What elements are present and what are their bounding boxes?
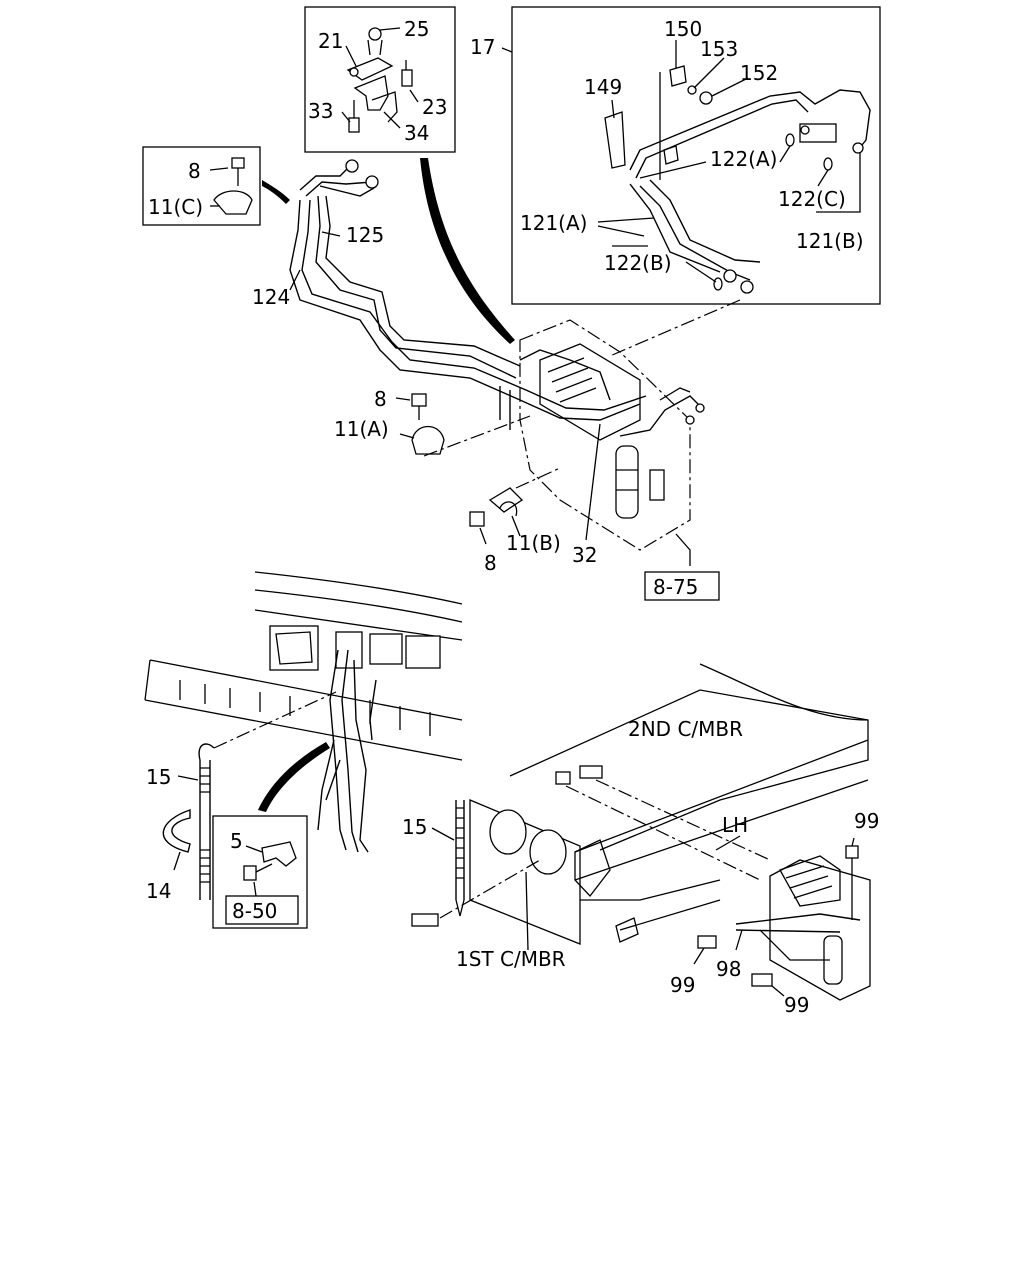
callout-122b: 122(B) — [604, 251, 672, 275]
callout-150: 150 — [664, 17, 702, 41]
pointer-wedge-bracket — [420, 158, 515, 344]
detail-box-clamp: 8 11(C) — [142, 146, 261, 226]
callout-11c: 11(C) — [148, 195, 203, 219]
callout-125: 125 — [346, 223, 384, 247]
callout-15-right: 15 — [402, 815, 427, 839]
callout-11b: 11(B) — [506, 531, 561, 555]
crossmember-assembly: 15 2ND C/MBR 99 LH 1ST C/MBR 99 98 99 — [402, 663, 879, 1017]
callout-33: 33 — [308, 99, 333, 123]
callout-8-top: 8 — [188, 159, 201, 183]
callout-5: 5 — [230, 829, 243, 853]
callout-98: 98 — [716, 957, 741, 981]
callout-122c: 122(C) — [778, 187, 846, 211]
callout-152: 152 — [740, 61, 778, 85]
callout-124: 124 — [252, 285, 290, 309]
detail-box-bracket: 25 21 23 33 34 — [304, 6, 456, 153]
ref-box-8-50 — [225, 895, 299, 925]
callout-14: 14 — [146, 879, 171, 903]
callout-8-low: 8 — [484, 551, 497, 575]
upper-assembly: 125 124 8 11(A) 11(B) 8 32 8-75 — [252, 159, 720, 601]
detail-box-5: 5 8-50 — [212, 815, 308, 929]
callout-99-top: 99 — [854, 809, 879, 833]
callout-21: 21 — [318, 29, 343, 53]
ref-box-8-75 — [644, 571, 720, 601]
detail-box-17: 17 150 153 152 149 — [470, 6, 881, 305]
callout-153: 153 — [700, 37, 738, 61]
pointer-wedge-850 — [258, 742, 330, 812]
callout-17: 17 — [470, 35, 495, 59]
callout-23: 23 — [422, 95, 447, 119]
callout-lh: LH — [722, 813, 748, 837]
callout-149: 149 — [584, 75, 622, 99]
callout-25: 25 — [404, 17, 429, 41]
pointer-wedge-clamp — [262, 180, 290, 204]
callout-122a: 122(A) — [710, 147, 777, 171]
callout-99-left: 99 — [670, 973, 695, 997]
callout-15-left: 15 — [146, 765, 171, 789]
callout-121b: 121(B) — [796, 229, 864, 253]
callout-99-bottom: 99 — [784, 993, 809, 1017]
callout-32: 32 — [572, 543, 597, 567]
callout-8-mid: 8 — [374, 387, 387, 411]
callout-8-50: 8-50 — [232, 899, 277, 923]
callout-2nd-cmbr: 2ND C/MBR — [628, 717, 743, 741]
callout-8-75: 8-75 — [653, 575, 698, 599]
callout-1st-cmbr: 1ST C/MBR — [456, 947, 566, 971]
callout-11a: 11(A) — [334, 417, 389, 441]
lower-frame-assembly: 15 14 — [144, 571, 463, 903]
callout-34: 34 — [404, 121, 429, 145]
callout-121a: 121(A) — [520, 211, 587, 235]
